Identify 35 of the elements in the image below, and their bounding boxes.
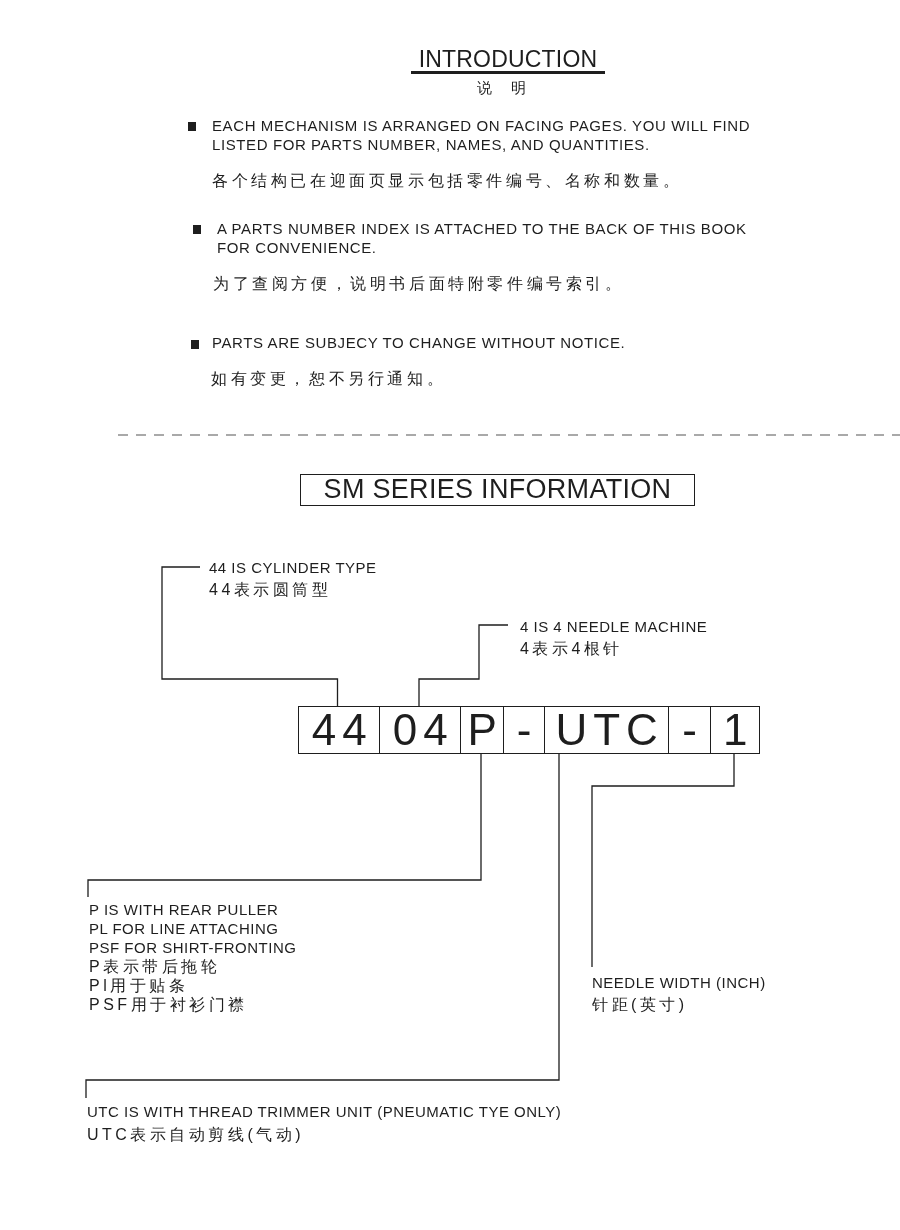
annotation-text: UTC表示自动剪线(气动) (87, 1125, 306, 1145)
code-cell: 04 (379, 706, 462, 754)
annotation-text: NEEDLE WIDTH (INCH) (592, 973, 766, 993)
leader-line (591, 753, 735, 968)
leader-line (418, 624, 509, 707)
code-cell: P (460, 706, 505, 754)
annotation-text: P IS WITH REAR PULLER (89, 900, 280, 919)
subtitle-text: 说明 (477, 79, 545, 97)
page-title: INTRODUCTION (411, 48, 605, 74)
annotation-text: Pl用于贴条 (89, 976, 190, 995)
leader-line (161, 566, 339, 707)
annotation-text: 4 IS 4 NEEDLE MACHINE (520, 617, 708, 637)
annotation-text: PSF用于衬衫门襟 (89, 995, 249, 1014)
annotation-text: P表示带后拖轮 (89, 957, 222, 976)
translation-text: 各个结构已在迎面页显示包括零件编号、名称和数量。 (212, 171, 683, 191)
annotation-text: 针距(英寸) (592, 995, 689, 1015)
code-cell: UTC (544, 706, 670, 754)
annotation-text: 44表示圆筒型 (209, 580, 333, 600)
bullet-text: PARTS ARE SUBJECY TO CHANGE WITHOUT NOTICE. (212, 333, 627, 352)
leader-line (87, 753, 482, 898)
annotation-text: UTC IS WITH THREAD TRIMMER UNIT (PNEUMATIC TYE ONLY) (87, 1102, 562, 1122)
translation-text: 为了查阅方便，说明书后面特附零件编号索引。 (213, 274, 625, 294)
code-cell: 44 (298, 706, 381, 754)
code-cell: - (668, 706, 712, 754)
translation-text: 如有变更，恕不另行通知。 (211, 369, 447, 389)
annotation-text: 44 IS CYLINDER TYPE (209, 558, 377, 578)
annotation-text: PSF FOR SHIRT-FRONTING (89, 938, 297, 957)
bullet-text: A PARTS NUMBER INDEX IS ATTACHED TO THE BACK OF THIS BOOK FOR CONVENIENCE. (217, 219, 748, 257)
code-cell: - (503, 706, 546, 754)
leader-line (85, 753, 560, 1099)
heading-box: SM SERIES INFORMATION (300, 474, 695, 506)
bullet-text: EACH MECHANISM IS ARRANGED ON FACING PAGES. YOU WILL FIND LISTED FOR PARTS NUMBER, NAMES, AND QUANTITIES. (212, 116, 752, 154)
annotation-text: PL FOR LINE ATTACHING (89, 919, 280, 938)
code-cell: 1 (710, 706, 761, 754)
annotation-text: 4表示4根针 (520, 639, 624, 659)
